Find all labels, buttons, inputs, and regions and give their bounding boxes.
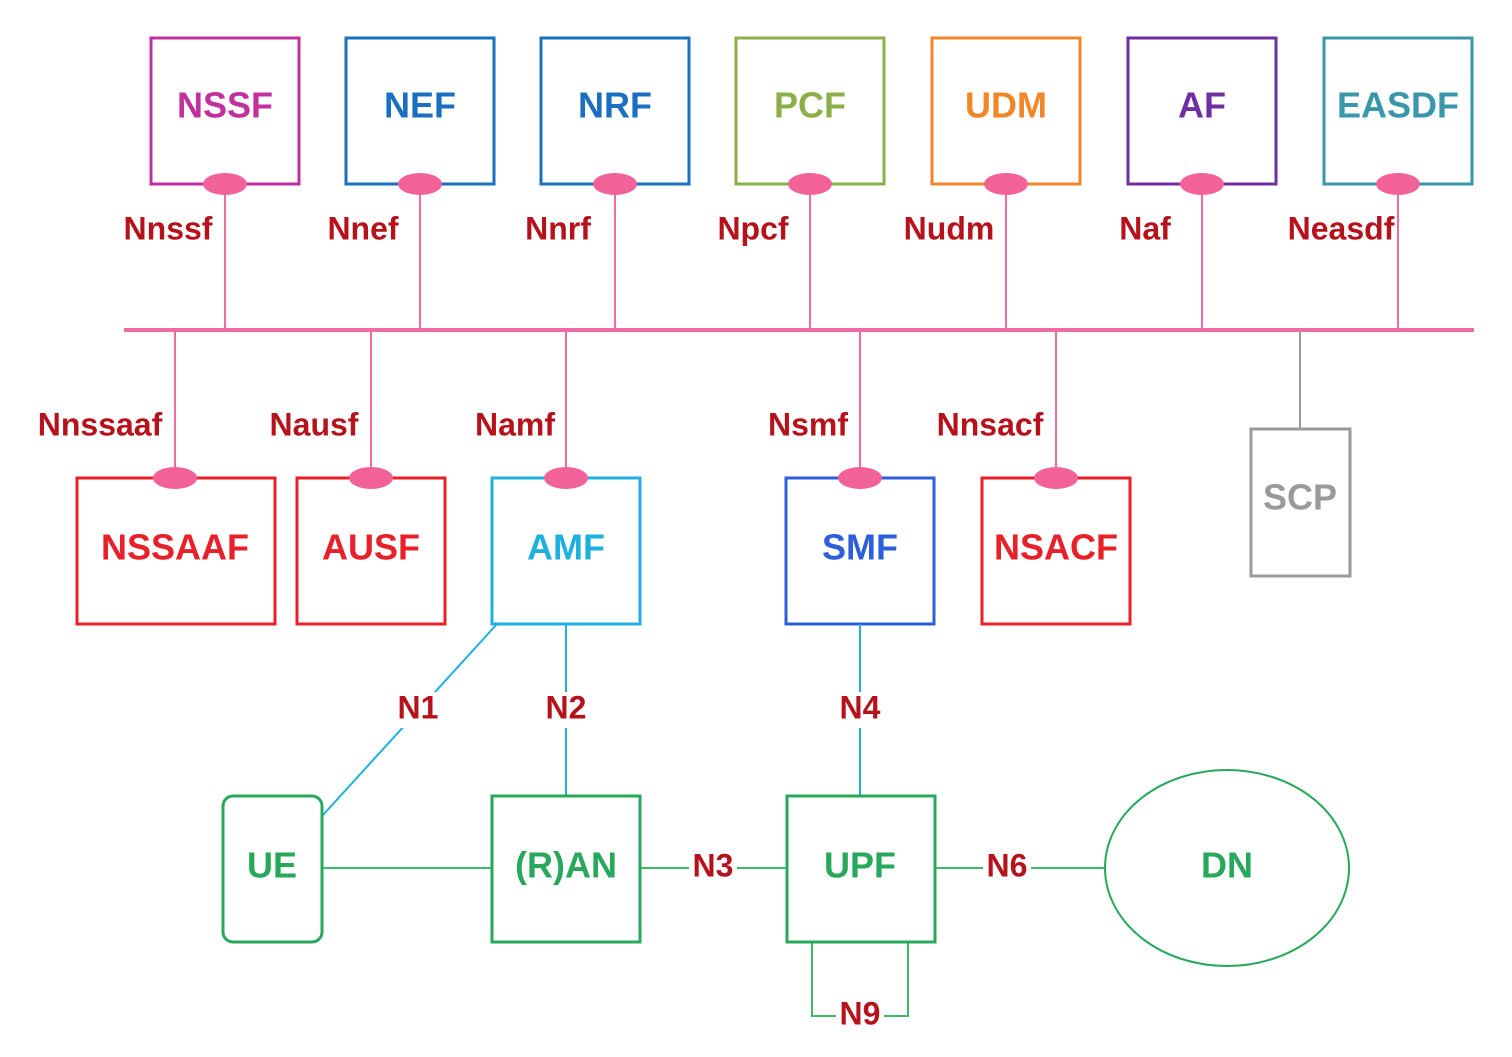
interface-label-udm: Nudm	[904, 210, 995, 246]
nf-box-pcf	[734, 36, 886, 186]
nf-smf[interactable]: SMF Nsmf	[768, 330, 936, 626]
service-interface-connector	[544, 467, 588, 489]
service-interface-connector	[1376, 173, 1420, 195]
reference-point-n9: N9	[840, 995, 881, 1031]
nf-nef[interactable]: NEF Nnef	[327, 36, 496, 330]
nf-amf[interactable]: AMF Namf	[475, 330, 642, 626]
service-interface-connector	[593, 173, 637, 195]
nf-label-nssf: NSSF	[177, 85, 273, 126]
reference-point-n2: N2	[546, 689, 587, 725]
node-box-ran	[490, 794, 642, 944]
nf-box-amf	[490, 476, 642, 626]
service-interface-connector	[1034, 467, 1078, 489]
node-label-ran: (R)AN	[515, 845, 617, 886]
nf-nssf[interactable]: NSSF Nnssf	[124, 36, 301, 330]
label-background	[983, 850, 1031, 886]
nf-box-nef	[344, 36, 496, 186]
nf-box-nssf	[149, 36, 301, 186]
node-label-upf: UPF	[824, 845, 896, 886]
service-interface-connector	[1180, 173, 1224, 195]
interface-label-ausf: Nausf	[270, 406, 359, 442]
service-interface-connector	[788, 173, 832, 195]
nf-udm[interactable]: UDM Nudm	[904, 36, 1082, 330]
label-background	[689, 850, 737, 886]
nf-scp[interactable]: SCP	[1249, 330, 1352, 578]
nf-box-af	[1126, 36, 1278, 186]
label-background	[836, 692, 884, 728]
nf-nrf[interactable]: NRF Nnrf	[525, 36, 691, 330]
nf-label-scp: SCP	[1263, 477, 1337, 518]
reference-point-n3: N3	[693, 847, 734, 883]
node-ran[interactable]: (R)AN	[490, 794, 642, 944]
service-interface-connector	[838, 467, 882, 489]
nf-box-scp	[1249, 427, 1352, 578]
interface-label-nrf: Nnrf	[525, 210, 591, 246]
interface-label-pcf: Npcf	[717, 210, 788, 246]
nf-af[interactable]: AF Naf	[1119, 36, 1278, 330]
nf-label-udm: UDM	[965, 85, 1047, 126]
nf-box-ausf	[295, 476, 447, 626]
reference-point-n1: N1	[398, 689, 439, 725]
nf-label-amf: AMF	[527, 527, 605, 568]
nf-box-udm	[930, 36, 1082, 186]
nf-easdf[interactable]: EASDF Neasdf	[1288, 36, 1474, 330]
nf-label-af: AF	[1178, 85, 1226, 126]
node-label-ue: UE	[247, 845, 297, 886]
nf-nsacf[interactable]: NSACF Nnsacf	[937, 330, 1132, 626]
nf-pcf[interactable]: PCF Npcf	[717, 36, 886, 330]
interface-label-nef: Nnef	[327, 210, 398, 246]
node-box-upf	[785, 794, 937, 944]
label-background	[394, 692, 442, 728]
nf-label-ausf: AUSF	[322, 527, 420, 568]
nf-label-nrf: NRF	[578, 85, 652, 126]
service-interface-connector	[153, 467, 197, 489]
nf-label-easdf: EASDF	[1337, 85, 1459, 126]
interface-label-nssaaf: Nnssaaf	[38, 406, 163, 442]
interface-label-easdf: Neasdf	[1288, 210, 1395, 246]
nf-label-pcf: PCF	[774, 85, 846, 126]
reference-point-n6: N6	[987, 847, 1028, 883]
node-box-ue	[221, 794, 324, 944]
nf-box-nssaaf	[75, 476, 277, 626]
nf-label-smf: SMF	[822, 527, 898, 568]
reference-point-n4: N4	[840, 689, 881, 725]
nf-label-nssaaf: NSSAAF	[101, 527, 249, 568]
interface-label-nssf: Nnssf	[124, 210, 213, 246]
label-background	[542, 692, 590, 728]
node-ue[interactable]: UE	[221, 794, 324, 944]
node-shape-dn	[1104, 769, 1350, 967]
service-interface-connector	[984, 173, 1028, 195]
nf-label-nsacf: NSACF	[994, 527, 1118, 568]
node-dn[interactable]: DN	[1104, 769, 1350, 967]
label-background	[836, 998, 884, 1034]
service-interface-connector	[203, 173, 247, 195]
nf-nssaaf[interactable]: NSSAAF Nnssaaf	[38, 330, 277, 626]
interface-label-smf: Nsmf	[768, 406, 848, 442]
interface-label-af: Naf	[1119, 210, 1171, 246]
node-upf[interactable]: UPF	[785, 794, 937, 944]
service-interface-connector	[398, 173, 442, 195]
interface-label-amf: Namf	[475, 406, 555, 442]
nf-box-nrf	[539, 36, 691, 186]
service-interface-connector	[349, 467, 393, 489]
nf-box-nsacf	[980, 476, 1132, 626]
nf-box-easdf	[1322, 36, 1474, 186]
nf-ausf[interactable]: AUSF Nausf	[270, 330, 447, 626]
nf-box-smf	[784, 476, 936, 626]
node-label-dn: DN	[1201, 845, 1253, 886]
nf-label-nef: NEF	[384, 85, 456, 126]
interface-label-nsacf: Nnsacf	[937, 406, 1044, 442]
